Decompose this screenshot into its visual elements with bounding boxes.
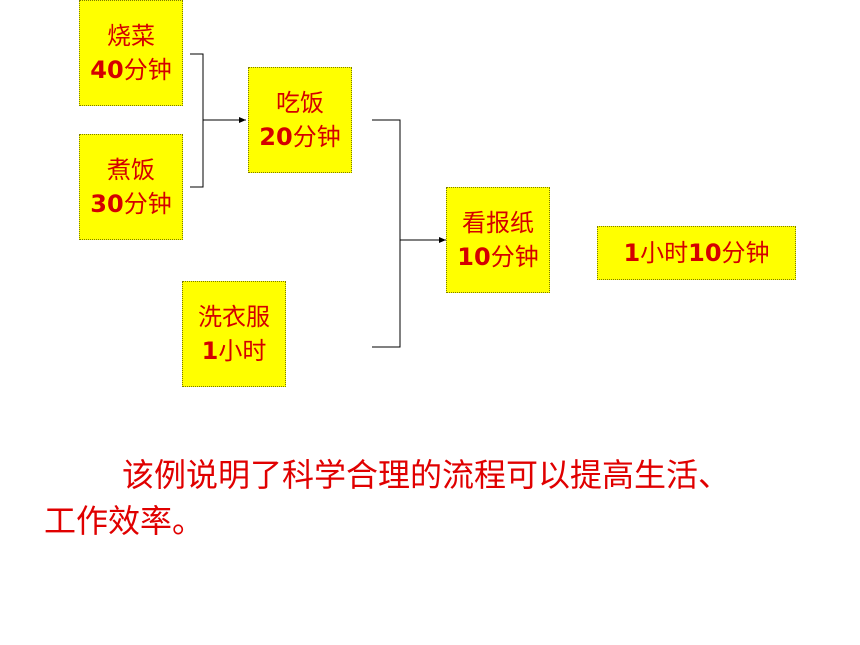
- node-laundry-title: 洗衣服: [198, 303, 270, 331]
- node-eat-unit: 分钟: [292, 123, 341, 151]
- node-newspaper-duration: 10分钟: [457, 240, 538, 274]
- node-eat-duration: 20分钟: [259, 120, 340, 154]
- node-total-time-text: 1小时10分钟: [623, 236, 769, 270]
- node-cook-dish-unit: 分钟: [123, 56, 172, 84]
- node-cook-rice-unit: 分钟: [123, 190, 172, 218]
- node-cook-dish-title: 烧菜: [107, 22, 155, 50]
- node-newspaper-number: 10: [457, 243, 491, 271]
- total-hours-number: 1: [623, 239, 641, 267]
- node-cook-rice-title: 煮饭: [107, 156, 155, 184]
- node-laundry-duration: 1小时: [202, 334, 267, 368]
- conclusion-text: 该例说明了科学合理的流程可以提高生活、工作效率。: [44, 456, 731, 540]
- node-total-time: 1小时10分钟: [597, 226, 796, 280]
- bracket-dish-rice: [190, 53, 204, 188]
- node-newspaper-unit: 分钟: [490, 243, 539, 271]
- node-cook-dish-number: 40: [90, 56, 124, 84]
- node-cook-dish-duration: 40分钟: [90, 53, 171, 87]
- node-newspaper-title: 看报纸: [462, 209, 534, 237]
- total-minutes-unit: 分钟: [721, 239, 770, 267]
- total-hours-unit: 小时: [640, 239, 689, 267]
- node-cook-rice-duration: 30分钟: [90, 187, 171, 221]
- node-cook-rice: 煮饭 30分钟: [79, 134, 183, 240]
- bracket-eat-laundry: [372, 119, 401, 348]
- node-laundry-number: 1: [201, 337, 219, 365]
- node-laundry: 洗衣服 1小时: [182, 281, 286, 387]
- node-eat-number: 20: [259, 123, 293, 151]
- node-cook-dish: 烧菜 40分钟: [79, 0, 183, 106]
- node-newspaper: 看报纸 10分钟: [446, 187, 550, 293]
- node-cook-rice-number: 30: [90, 190, 124, 218]
- node-laundry-unit: 小时: [218, 337, 267, 365]
- node-eat: 吃饭 20分钟: [248, 67, 352, 173]
- node-eat-title: 吃饭: [276, 89, 324, 117]
- total-minutes-number: 10: [688, 239, 722, 267]
